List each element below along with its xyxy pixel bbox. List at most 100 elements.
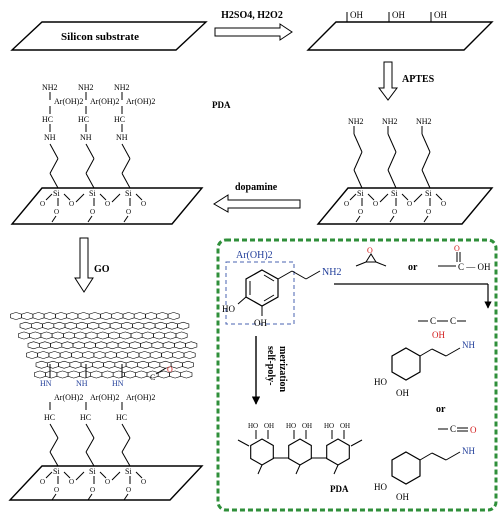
graphene-hexagon xyxy=(180,370,193,379)
graphene-hexagon xyxy=(108,331,120,340)
graphene-hexagon xyxy=(112,370,125,379)
si-label: Si xyxy=(125,467,132,476)
graphene-hexagon xyxy=(67,370,80,379)
graphene-hexagon xyxy=(38,341,51,350)
graphene-hexagon xyxy=(90,370,103,379)
step2-label: APTES xyxy=(402,74,435,85)
substrate-label: Silicon substrate xyxy=(61,31,139,43)
graphene-hexagon xyxy=(66,312,79,320)
bond xyxy=(237,439,250,447)
graphene-hexagon xyxy=(172,351,185,359)
bond xyxy=(45,193,53,201)
graphene-hexagon xyxy=(35,360,48,369)
bond xyxy=(49,173,59,189)
pda-ring xyxy=(288,438,312,466)
o-label: O xyxy=(105,200,110,208)
c-label: C xyxy=(150,373,155,382)
pda-oh-label: OH xyxy=(302,422,312,430)
bond xyxy=(75,471,85,481)
amine-label: NH xyxy=(76,379,88,388)
bond xyxy=(111,193,121,203)
pda-ho-label: HO xyxy=(248,422,258,430)
si-label: Si xyxy=(125,189,132,198)
graphene-hexagon xyxy=(96,331,109,340)
ar-label: Ar(OH)2 xyxy=(54,97,83,106)
graphene-hexagon xyxy=(98,321,111,330)
ar-label: Ar(OH)2 xyxy=(90,97,119,106)
bond xyxy=(111,471,121,481)
bond xyxy=(49,158,59,174)
bond xyxy=(87,215,93,223)
hc-label: HC xyxy=(80,413,91,422)
graphene-hexagon xyxy=(143,321,156,330)
or-label-2: or xyxy=(436,404,446,415)
graphene-hexagon xyxy=(137,360,149,369)
nh-label: NH xyxy=(116,133,128,142)
graphene-hexagon xyxy=(34,370,46,379)
bond xyxy=(121,423,131,439)
graphene-hexagon xyxy=(40,331,53,340)
graphene-hexagon xyxy=(127,351,140,359)
bond xyxy=(87,493,93,501)
epoxide-o-label: O xyxy=(367,246,373,255)
o-label: O xyxy=(441,200,446,208)
graphene-hexagon xyxy=(10,312,22,320)
graphene-hexagon xyxy=(164,331,177,340)
bond xyxy=(401,193,409,201)
graphene-hexagon xyxy=(82,351,95,359)
amine-label: HN xyxy=(40,379,52,388)
bond xyxy=(349,193,357,201)
graphene-hexagon xyxy=(135,370,148,379)
graphene-hexagon xyxy=(122,312,135,320)
catechol-highlight-box xyxy=(225,261,295,325)
bond xyxy=(63,471,71,479)
bond xyxy=(421,169,431,189)
graphene-hexagon xyxy=(103,360,116,369)
graphene-hexagon xyxy=(72,341,85,350)
go-coated-panel: SiOOOSiOOSiOOHCAr(OH)2HNHCAr(OH)2NHHCAr(… xyxy=(8,312,204,501)
bond xyxy=(367,193,375,201)
graphene-hexagon xyxy=(161,351,173,359)
inset-ho-label: HO xyxy=(222,304,235,314)
graphene-hexagon xyxy=(149,351,162,359)
bond xyxy=(413,193,423,203)
o-label: O xyxy=(54,208,59,216)
pda-ho-label: HO xyxy=(286,422,296,430)
nh-label: NH xyxy=(44,133,56,142)
si-label: Si xyxy=(89,467,96,476)
graphene-hexagon xyxy=(74,331,87,340)
pda-oh-label: OH xyxy=(264,422,274,430)
si-label: Si xyxy=(425,189,432,198)
oh-label: OH xyxy=(434,10,447,20)
nh2-label: NH2 xyxy=(42,83,58,92)
graphene-hexagon xyxy=(59,351,72,359)
bond xyxy=(121,173,131,189)
bond xyxy=(421,133,431,153)
bond xyxy=(51,493,57,501)
graphene-hexagon xyxy=(27,341,40,350)
si-label: Si xyxy=(391,189,398,198)
oh-group-3: OH xyxy=(430,10,447,22)
graphene-hexagon xyxy=(141,331,154,340)
bond xyxy=(75,193,85,203)
bond xyxy=(135,471,143,479)
hc-label: HC xyxy=(42,115,53,124)
bond xyxy=(45,471,53,479)
graphene-hexagon xyxy=(125,360,138,369)
bond xyxy=(421,151,431,171)
graphene-hexagon xyxy=(51,331,64,340)
graphene-hexagon xyxy=(151,341,164,350)
graphene-hexagon xyxy=(93,351,106,359)
graphene-hexagon xyxy=(48,351,61,359)
graphene-hexagon xyxy=(55,312,67,320)
hc-label: HC xyxy=(116,413,127,422)
bond xyxy=(99,193,107,201)
o-label: O xyxy=(90,486,95,494)
bond xyxy=(123,215,129,223)
nh2-label: NH2 xyxy=(114,83,130,92)
bond xyxy=(85,143,95,159)
graphene-hexagon xyxy=(156,312,169,320)
bond xyxy=(387,151,397,171)
